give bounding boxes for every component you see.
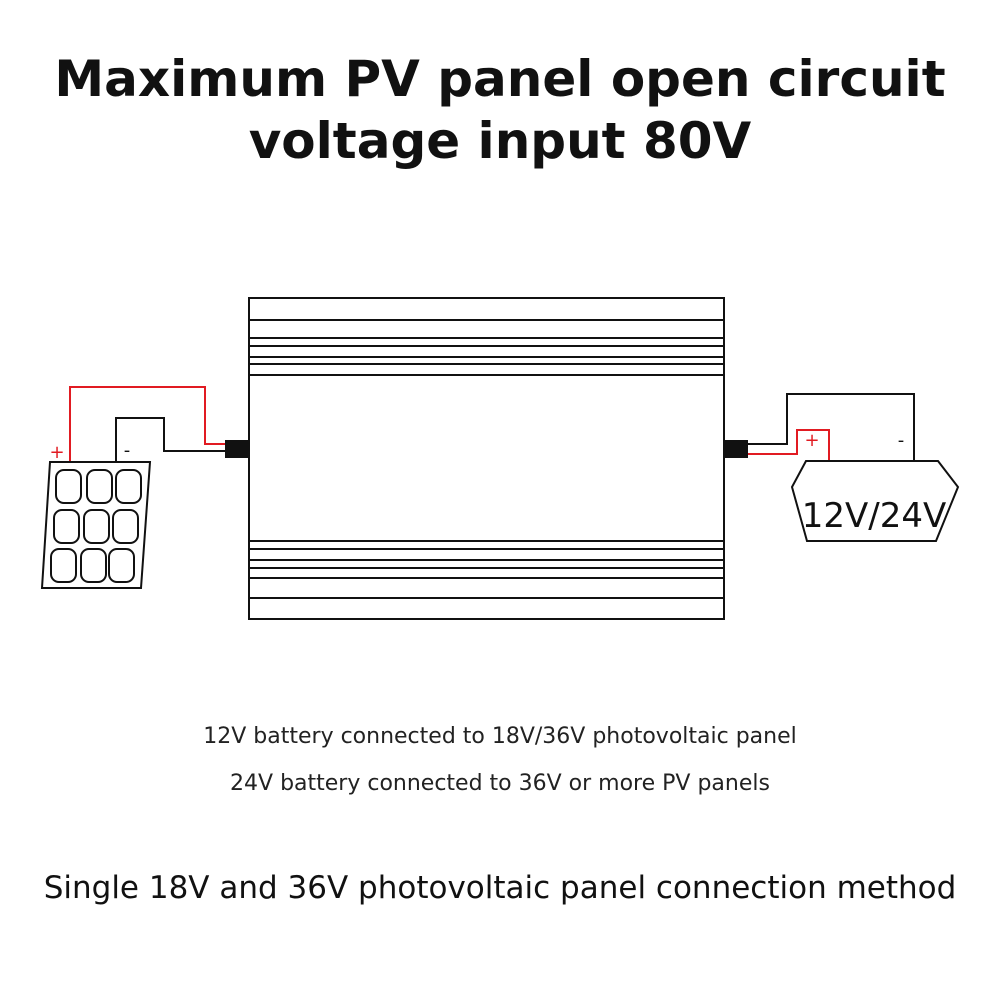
battery-voltage-label: 12V/24V: [802, 496, 947, 536]
title-line-2: voltage input 80V: [248, 112, 752, 170]
battery-icon: [790, 460, 960, 542]
pv-terminal: [225, 440, 249, 458]
battery-negative-wire: [748, 393, 915, 462]
title-line-1: Maximum PV panel open circuit: [54, 50, 946, 108]
battery-positive-wire: [748, 429, 830, 462]
battery-minus-label: -: [898, 430, 905, 451]
footer-text: Single 18V and 36V photovoltaic panel co…: [43, 870, 957, 906]
charge-controller: [248, 297, 725, 620]
solar-panel-icon: [40, 461, 152, 589]
caption-12v: 12V battery connected to 18V/36V photovo…: [203, 724, 797, 749]
panel-minus-label: -: [124, 440, 131, 461]
battery-plus-label: +: [804, 430, 819, 451]
panel-plus-label: +: [49, 442, 64, 463]
pv-negative-wire: [115, 417, 225, 463]
pv-positive-wire: [69, 386, 225, 463]
battery-terminal: [724, 440, 748, 458]
caption-24v: 24V battery connected to 36V or more PV …: [230, 771, 770, 796]
